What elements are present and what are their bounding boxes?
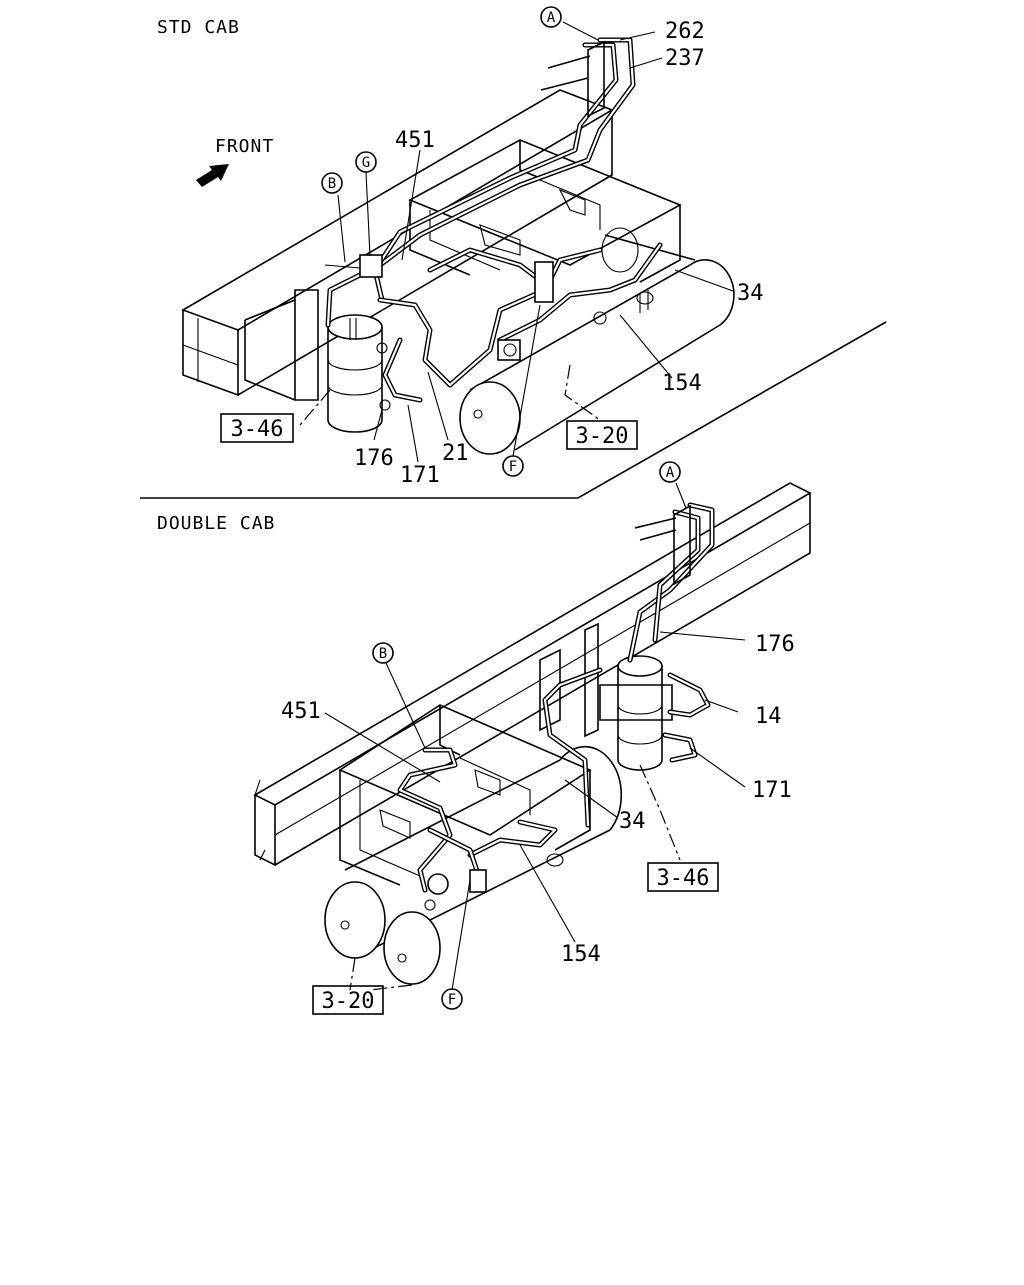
double-ref-3-46[interactable]: 3-46 [647,862,719,892]
svg-text:3-20: 3-20 [576,424,629,449]
std-callout-B: B [321,172,343,194]
std-part-171: 171 [400,463,440,488]
front-arrow-icon [196,164,229,187]
section-divider [140,321,887,499]
double-part-451: 451 [281,699,321,724]
double-cab-drawing [253,482,812,991]
svg-text:F: F [509,459,517,475]
std-callout-F: F [502,455,524,477]
front-label: FRONT [215,136,274,157]
double-callout-A: A [659,461,681,483]
std-cab-title: STD CAB [157,17,240,38]
std-ref-3-46[interactable]: 3-46 [220,413,294,443]
svg-text:B: B [379,646,387,662]
std-part-154: 154 [662,371,702,396]
double-ref-3-20[interactable]: 3-20 [312,985,384,1015]
svg-text:3-46: 3-46 [657,866,710,891]
std-ref-3-20[interactable]: 3-20 [566,420,638,450]
double-callout-B: B [372,642,394,664]
svg-text:A: A [666,465,675,481]
std-part-21: 21 [442,441,469,466]
svg-text:B: B [328,176,336,192]
std-part-451: 451 [395,128,435,153]
std-leader-lines [337,21,734,463]
double-part-34: 34 [619,809,646,834]
double-part-171: 171 [752,778,792,803]
std-callout-A: A [540,6,562,28]
double-part-154: 154 [561,942,601,967]
std-callout-G: G [355,151,377,173]
double-leader-lines [324,482,746,991]
svg-text:F: F [448,992,456,1008]
std-part-34: 34 [737,281,764,306]
std-part-262: 262 [665,19,705,44]
double-part-14: 14 [755,704,782,729]
double-cab-title: DOUBLE CAB [157,513,275,534]
std-part-237: 237 [665,46,705,71]
svg-text:3-46: 3-46 [231,417,284,442]
std-part-176: 176 [354,446,394,471]
svg-text:A: A [547,10,556,26]
std-cab-drawing [181,37,735,455]
double-part-176: 176 [755,632,795,657]
double-callout-F: F [441,988,463,1010]
svg-text:3-20: 3-20 [322,989,375,1014]
svg-text:G: G [362,155,370,171]
